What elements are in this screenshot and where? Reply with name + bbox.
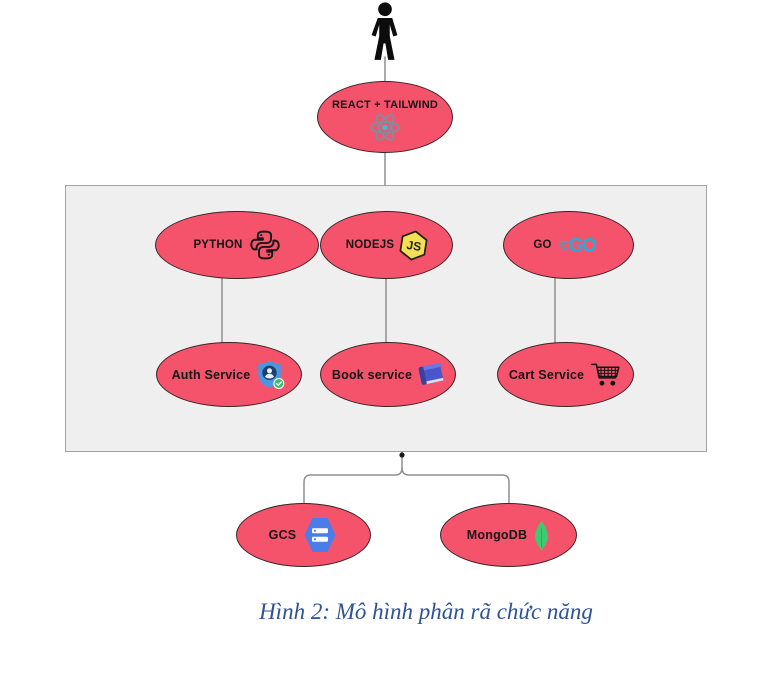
go-logo-letters: GO [568, 236, 596, 256]
react-atom-icon [369, 114, 401, 141]
connector-junction-dot [399, 452, 405, 458]
node-python: PYTHON [155, 211, 319, 279]
js-hexagon-icon: JS [399, 230, 428, 260]
gcs-hexagon-icon [304, 518, 336, 552]
connector-box-mongodb [401, 467, 510, 504]
node-nodejs: NODEJS JS [320, 211, 453, 279]
js-logo-letters: JS [406, 237, 423, 253]
node-react-tailwind-label: REACT + TAILWIND [332, 99, 438, 111]
node-go-label: GO [533, 239, 552, 251]
node-cart-service: Cart Service [497, 342, 634, 407]
python-icon [249, 230, 280, 260]
node-mongodb-label: MongoDB [466, 528, 528, 542]
node-gcs-label: GCS [268, 528, 297, 542]
node-cart-service-label: Cart Service [508, 367, 585, 382]
figure-caption: Hình 2: Mô hình phân rã chức năng [259, 599, 593, 624]
node-react-tailwind: REACT + TAILWIND [317, 81, 453, 153]
auth-shield-icon [258, 360, 285, 389]
node-go: GO GO [503, 211, 634, 279]
node-gcs: GCS [236, 503, 371, 567]
node-python-label: PYTHON [193, 239, 243, 251]
cart-icon [590, 363, 620, 386]
person-icon [371, 2, 398, 60]
node-book-service-label: Book service [331, 367, 413, 382]
go-logo-icon: GO [557, 236, 598, 256]
node-book-service: Book service [320, 342, 456, 407]
node-auth-service-label: Auth Service [171, 367, 251, 382]
node-auth-service: Auth Service [156, 342, 302, 407]
node-nodejs-label: NODEJS [345, 239, 395, 251]
node-mongodb: MongoDB [440, 503, 577, 567]
book-icon [418, 363, 444, 385]
mongodb-leaf-icon [535, 520, 548, 550]
connector-box-gcs [303, 451, 403, 505]
